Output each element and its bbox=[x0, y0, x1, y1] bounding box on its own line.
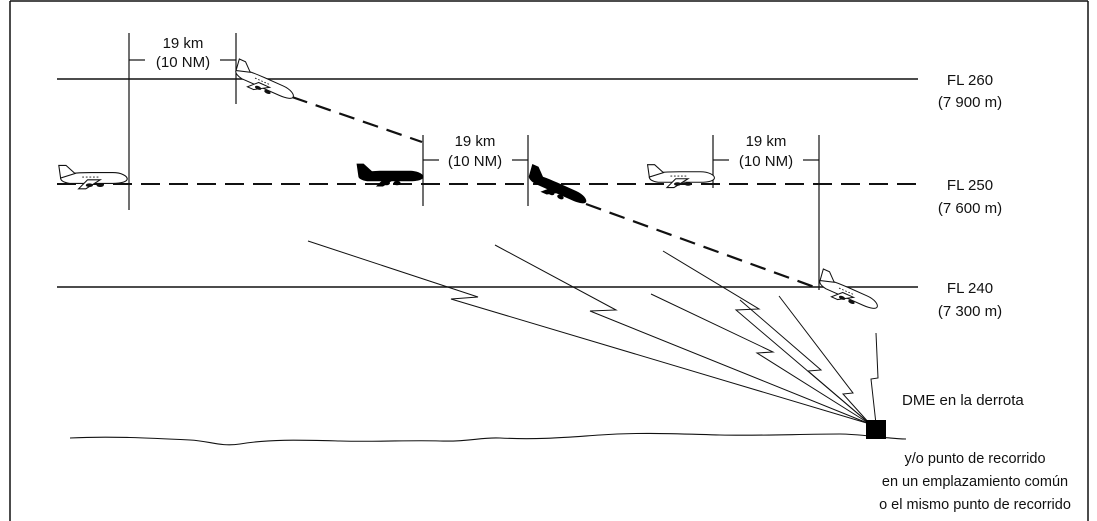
separation-ticks bbox=[129, 59, 819, 161]
fl260-name: FL 260 bbox=[947, 72, 993, 89]
station-note: y/o punto de recorrido en un emplazamien… bbox=[879, 451, 1071, 513]
fl260-alt: (7 900 m) bbox=[938, 94, 1002, 111]
fl250-alt: (7 600 m) bbox=[938, 200, 1002, 217]
descent-path-upper bbox=[291, 95, 423, 144]
sep1-nm: (10 NM) bbox=[156, 54, 210, 71]
aircraft-fl250-dark-descending bbox=[523, 163, 592, 211]
reference-verticals bbox=[128, 33, 820, 290]
fl250-name: FL 250 bbox=[947, 177, 993, 194]
fl250-label: FL 250 (7 600 m) bbox=[938, 177, 1002, 217]
station-note-line1: y/o punto de recorrido bbox=[904, 451, 1045, 467]
fl240-label: FL 240 (7 300 m) bbox=[938, 280, 1002, 320]
dme-label: DME en la derrota bbox=[902, 392, 1024, 409]
station-note-line3: o el mismo punto de recorrido bbox=[879, 497, 1071, 513]
frame bbox=[9, 0, 1089, 521]
fl240-alt: (7 300 m) bbox=[938, 303, 1002, 320]
sep3-nm: (10 NM) bbox=[739, 153, 793, 170]
fl260-label: FL 260 (7 900 m) bbox=[938, 72, 1002, 111]
ground-terrain bbox=[69, 432, 907, 446]
station-note-line2: en un emplazamiento común bbox=[882, 474, 1068, 490]
descent-path-lower bbox=[585, 202, 821, 291]
dme-signal-lines bbox=[307, 240, 879, 425]
fl240-name: FL 240 bbox=[947, 280, 993, 297]
separation-label-1: 19 km (10 NM) bbox=[156, 35, 210, 71]
sep3-km: 19 km bbox=[746, 133, 787, 150]
descent-paths bbox=[291, 95, 821, 291]
dme-station bbox=[866, 420, 886, 439]
aircraft-fl250-left bbox=[58, 164, 128, 190]
separation-label-2: 19 km (10 NM) bbox=[448, 133, 502, 170]
aircraft-fl240-descending bbox=[813, 268, 883, 316]
sep2-km: 19 km bbox=[455, 133, 496, 150]
aircraft-fl260-descending bbox=[229, 58, 299, 106]
sep1-km: 19 km bbox=[163, 35, 204, 52]
sep2-nm: (10 NM) bbox=[448, 153, 502, 170]
separation-label-3: 19 km (10 NM) bbox=[739, 133, 793, 170]
